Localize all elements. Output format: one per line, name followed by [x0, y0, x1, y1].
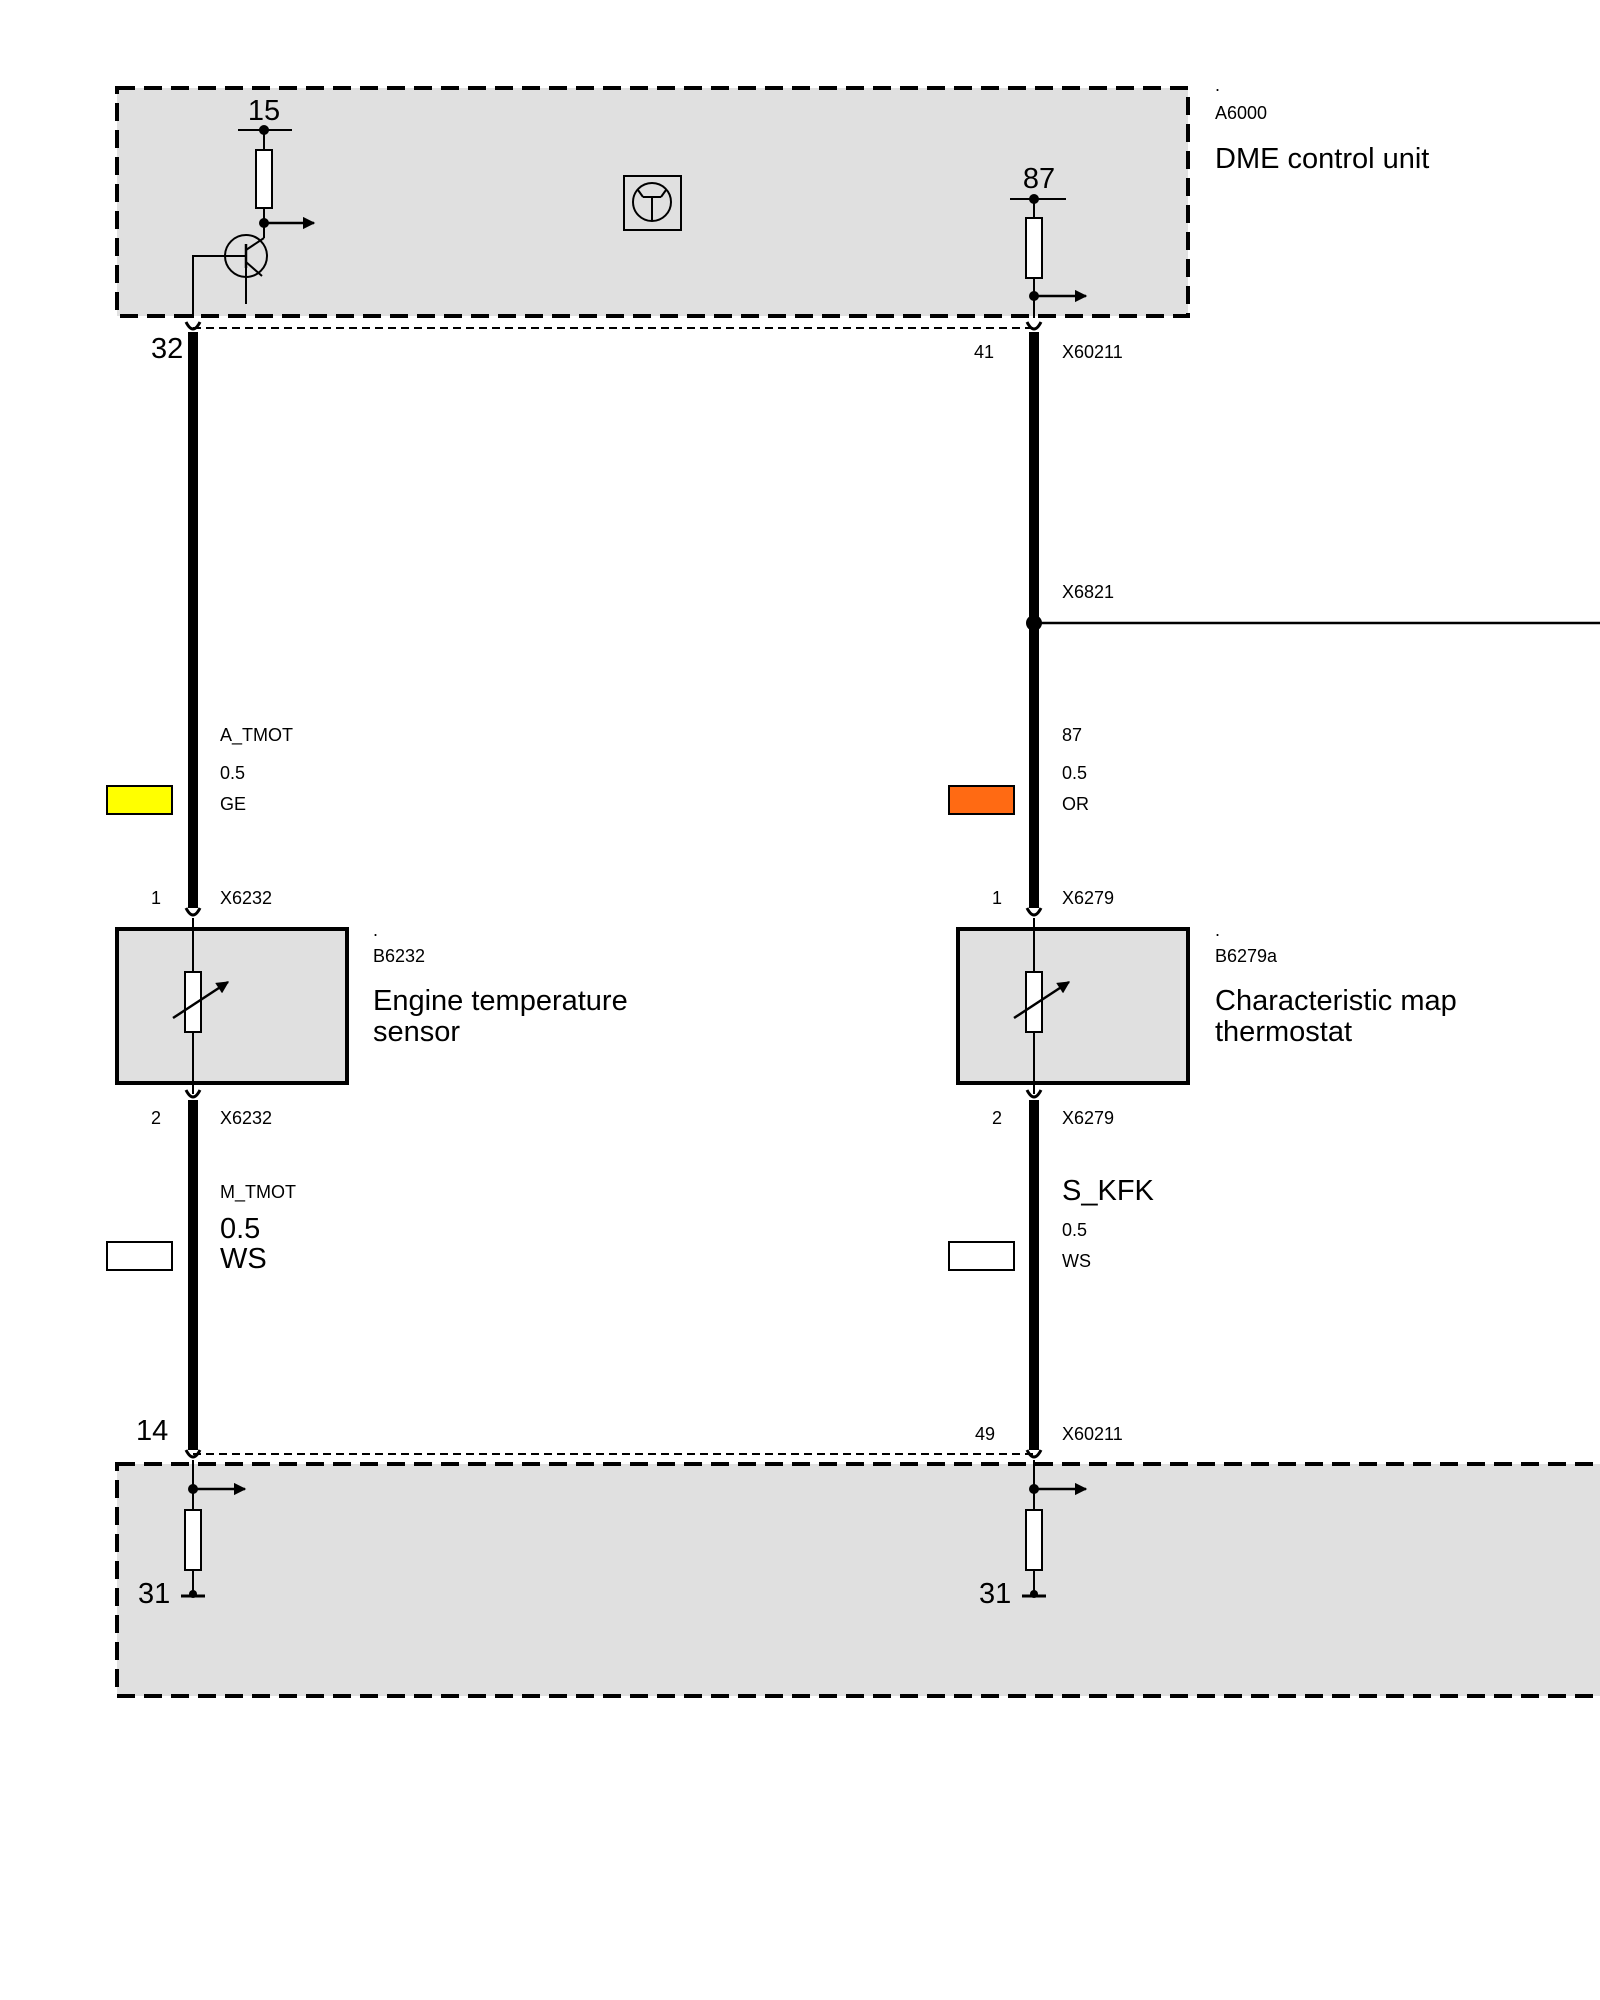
dme-dot: . [1215, 75, 1220, 95]
ground-circuit-right: 31 [979, 1460, 1088, 1610]
pin-41-label: 41 [974, 342, 994, 362]
wire-color-swatch-ws-left [106, 1241, 173, 1271]
pin-49-label: 49 [975, 1424, 995, 1444]
sensor-right-pin-bottom: 2 [992, 1108, 1002, 1128]
sensor-right-id: B6279a [1215, 946, 1278, 966]
sensor-right-connector-bottom: X6279 [1062, 1108, 1114, 1128]
ground-31-left: 31 [138, 1578, 170, 1610]
wire-color-swatch-ge [106, 785, 173, 815]
dme-input-circuit-right: 87 [1010, 163, 1088, 318]
dme-control-unit: . A6000 DME control unit 15 [115, 75, 1429, 365]
wire-s-kfk-color-code: WS [1062, 1251, 1091, 1271]
wire-right-lower: S_KFK 0.5 WS [948, 1100, 1155, 1450]
sensor-left-dot: . [373, 920, 378, 940]
wire-87-signal: 87 [1062, 725, 1082, 745]
wire-m-tmot-gauge: 0.5 [220, 1213, 260, 1245]
wire-color-swatch-ws-right [948, 1241, 1015, 1271]
wire-color-swatch-or [948, 785, 1015, 815]
connector-x60211-bottom-label: X60211 [1062, 1424, 1123, 1444]
wire-a-tmot-color-code: GE [220, 794, 246, 814]
dme-terminal-15: 15 [248, 95, 280, 127]
sensor-left-pin-top: 1 [151, 888, 161, 908]
wire-left-lower: M_TMOT 0.5 WS [106, 1100, 296, 1450]
ground-circuit-left: 31 [138, 1460, 247, 1610]
sensor-left-name-line1: Engine temperature [373, 985, 628, 1017]
wire-s-kfk-signal: S_KFK [1062, 1175, 1155, 1207]
sensor-left-box [115, 927, 349, 1085]
sensor-right-pin-top: 1 [992, 888, 1002, 908]
resistor-bottom-right [1025, 1509, 1043, 1571]
sensor-right-dot: . [1215, 920, 1220, 940]
sensor-left-id: B6232 [373, 946, 425, 966]
wire-s-kfk-gauge: 0.5 [1062, 1220, 1087, 1240]
sensor-right-name-line1: Characteristic map [1215, 985, 1457, 1017]
wire-m-tmot-signal: M_TMOT [220, 1182, 296, 1203]
control-unit-symbol-icon [623, 175, 682, 231]
sensor-left-connector-bottom: X6232 [220, 1108, 272, 1128]
connector-x60211-label: X60211 [1062, 342, 1123, 362]
dme-control-unit-bottom: 14 49 X60211 31 31 [115, 1415, 1600, 1698]
wire-left: A_TMOT 0.5 GE [106, 321, 293, 908]
wire-m-tmot-color-code: WS [220, 1243, 267, 1275]
pin-32-label: 32 [151, 333, 183, 365]
splice-x6821-label: X6821 [1062, 582, 1114, 602]
sensor-right-connector-top: X6279 [1062, 888, 1114, 908]
dme-id: A6000 [1215, 103, 1267, 123]
variable-arrow-icon [172, 980, 230, 1020]
wire-right: X6821 87 0.5 OR [948, 321, 1600, 908]
ground-31-right: 31 [979, 1578, 1011, 1610]
pin-14-label: 14 [136, 1415, 168, 1447]
characteristic-map-thermostat: 1 X6279 . B6279a Characteristic map ther… [956, 888, 1457, 1128]
sensor-left-name-line2: sensor [373, 1016, 460, 1048]
pullup-resistor [255, 149, 273, 209]
resistor-bottom-left [184, 1509, 202, 1571]
sensor-left-pin-bottom: 2 [151, 1108, 161, 1128]
sensor-right-name-line2: thermostat [1215, 1016, 1352, 1048]
variable-arrow-icon-right [1013, 980, 1071, 1020]
dme-input-circuit-left: 15 [192, 95, 316, 318]
wire-a-tmot-signal: A_TMOT [220, 725, 293, 746]
pullup-resistor-right [1025, 217, 1043, 279]
sensor-right-box [956, 927, 1190, 1085]
engine-temperature-sensor: 1 X6232 . B6232 Engine temperature senso… [115, 888, 628, 1128]
wire-87-color-code: OR [1062, 794, 1089, 814]
wire-a-tmot-gauge: 0.5 [220, 763, 245, 783]
sensor-left-connector-top: X6232 [220, 888, 272, 908]
dme-terminal-87: 87 [1023, 163, 1055, 195]
dme-control-unit-bottom-box [115, 1462, 1600, 1698]
dme-name: DME control unit [1215, 143, 1429, 175]
wire-87-gauge: 0.5 [1062, 763, 1087, 783]
